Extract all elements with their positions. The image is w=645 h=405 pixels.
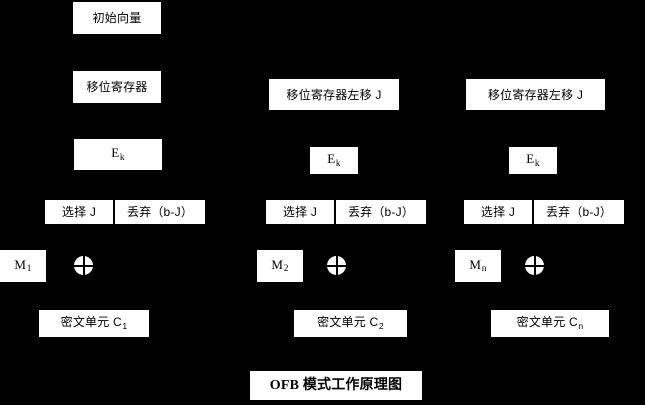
plaintext-box-1: M1 — [0, 250, 46, 282]
encryption-box-3: Ek — [509, 147, 557, 174]
select-box-2: 选择 J — [266, 200, 334, 224]
shift-register-label-1: 移位寄存器 — [86, 80, 148, 94]
discard-box-2: 丢弃（b-J） — [336, 200, 426, 224]
ciphertext-box-2: 密文单元 C2 — [294, 310, 407, 337]
plaintext-label-3: Mn — [469, 256, 487, 275]
encryption-box-2: Ek — [310, 147, 358, 174]
discard-label-2: 丢弃（b-J） — [347, 205, 415, 219]
encryption-label-3: Ek — [526, 151, 540, 169]
shift-register-box-3: 移位寄存器左移 J — [466, 79, 605, 110]
encryption-label-2: Ek — [327, 151, 341, 169]
xor-icon-2 — [327, 256, 346, 275]
xor-icon-1 — [74, 256, 93, 275]
diagram-title: OFB 模式工作原理图 — [269, 377, 403, 393]
initial-vector-box: 初始向量 — [73, 2, 161, 34]
shift-register-label-2: 移位寄存器左移 J — [286, 87, 382, 102]
plaintext-label-2: M2 — [271, 256, 289, 275]
shift-register-box-1: 移位寄存器 — [73, 71, 161, 103]
discard-box-1: 丢弃（b-J） — [115, 200, 205, 224]
ciphertext-label-2: 密文单元 C2 — [317, 315, 384, 331]
initial-vector-label: 初始向量 — [92, 11, 142, 25]
select-box-3: 选择 J — [464, 200, 532, 224]
encryption-label-1: Ek — [111, 145, 125, 163]
select-box-1: 选择 J — [45, 200, 113, 224]
plaintext-box-3: Mn — [455, 250, 501, 282]
ciphertext-box-1: 密文单元 C1 — [39, 310, 149, 337]
discard-label-1: 丢弃（b-J） — [126, 205, 194, 219]
ciphertext-box-3: 密文单元 Cn — [491, 310, 609, 337]
select-label-2: 选择 J — [282, 205, 318, 219]
encryption-box-1: Ek — [74, 139, 162, 170]
diagram-title-box: OFB 模式工作原理图 — [250, 371, 422, 400]
select-label-1: 选择 J — [61, 205, 97, 219]
discard-box-3: 丢弃（b-J） — [534, 200, 624, 224]
shift-register-label-3: 移位寄存器左移 J — [487, 87, 584, 102]
plaintext-box-2: M2 — [257, 250, 303, 282]
select-label-3: 选择 J — [480, 205, 516, 219]
xor-icon-3 — [525, 256, 544, 275]
shift-register-box-2: 移位寄存器左移 J — [269, 79, 399, 110]
ciphertext-label-3: 密文单元 Cn — [516, 315, 584, 331]
discard-label-3: 丢弃（b-J） — [545, 205, 613, 219]
plaintext-label-1: M1 — [14, 256, 32, 275]
ciphertext-label-1: 密文单元 C1 — [60, 315, 128, 331]
